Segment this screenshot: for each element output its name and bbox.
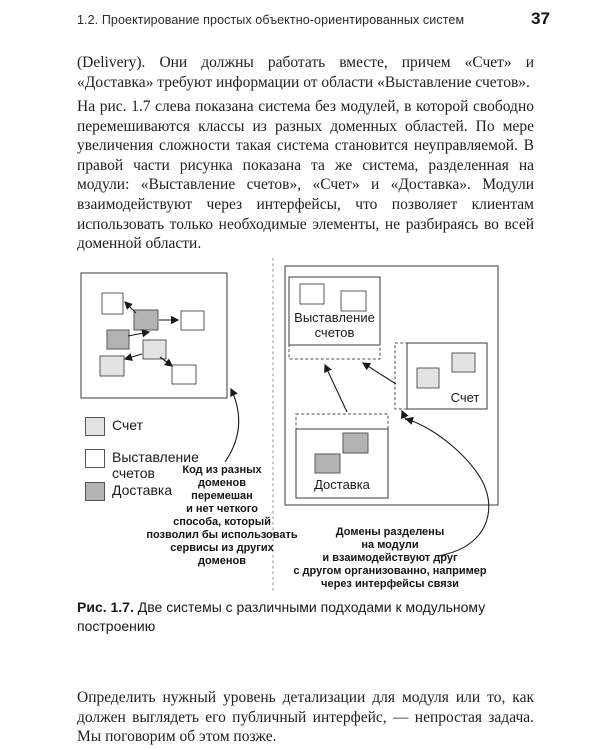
right-system-box	[284, 265, 499, 506]
figure-caption-label: Рис. 1.7.	[77, 599, 134, 615]
figure-1-7: Выставление счетов Счет Доставка Счет Вы…	[75, 255, 535, 595]
paragraph-1: (Delivery). Они должны работать вместе, …	[77, 54, 534, 91]
figure-caption: Рис. 1.7. Две системы с различными подхо…	[77, 598, 497, 636]
right-annotation: Домены разделены на модули и взаимодейст…	[293, 526, 487, 590]
module-label-billing: Выставление счетов	[294, 310, 375, 340]
page-number: 37	[531, 9, 550, 28]
legend-item-billing: Выставление счетов	[85, 449, 215, 481]
legend-swatch-billing	[85, 449, 105, 468]
page-header: 1.2. Проектирование простых объектно-ори…	[77, 9, 550, 29]
module-diagram-svg	[80, 258, 499, 592]
module-billing-box	[288, 276, 381, 360]
legend-label-invoice: Счет	[112, 417, 143, 433]
left-annotation: Код из разных доменов перемешан и нет че…	[146, 464, 298, 567]
figure-caption-text: Две системы с различными подходами к мод…	[77, 599, 486, 634]
legend-swatch-invoice	[85, 417, 105, 436]
module-delivery-box	[295, 413, 389, 499]
left-system-box	[80, 272, 228, 399]
right-annotation-arrow	[401, 409, 490, 557]
legend-item-delivery: Доставка	[85, 482, 172, 501]
legend-label-delivery: Доставка	[112, 482, 173, 498]
section-title: 1.2. Проектирование простых объектно-ори…	[77, 13, 465, 27]
paragraph-3: Определить нужный уровень детализации дл…	[77, 689, 534, 746]
legend-swatch-delivery	[85, 482, 105, 501]
paragraph-2: На рис. 1.7 слева показана система без м…	[77, 98, 534, 253]
legend-label-billing: Выставление счетов	[112, 449, 199, 481]
module-label-delivery: Доставка	[314, 477, 370, 492]
module-invoice-box	[394, 342, 488, 410]
left-annotation-arrow	[224, 387, 240, 463]
module-label-invoice: Счет	[450, 390, 480, 405]
legend-item-invoice: Счет	[85, 417, 143, 436]
